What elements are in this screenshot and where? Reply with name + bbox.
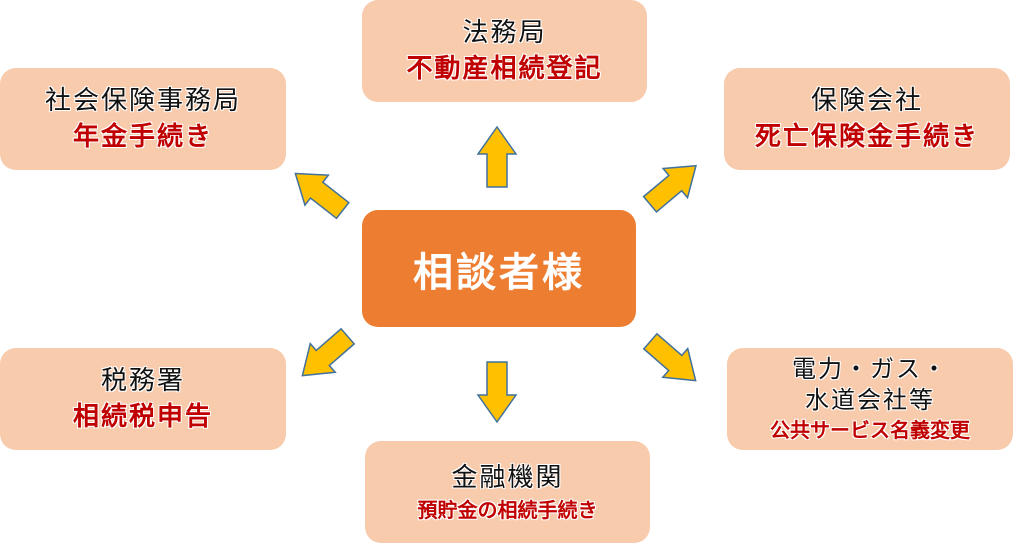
- arrow-down-left: [289, 321, 361, 391]
- node-legal-affairs-bureau: 法務局 不動産相続登記: [362, 0, 647, 102]
- arrow-down: [477, 361, 517, 423]
- node-title: 社会保険事務局: [44, 86, 241, 116]
- center-client: 相談者様: [362, 210, 636, 327]
- arrow-down-right: [637, 326, 709, 396]
- node-social-insurance-office: 社会保険事務局 年金手続き: [0, 68, 286, 170]
- node-title: 金融機関: [451, 463, 564, 493]
- arrow-up-right: [637, 150, 709, 220]
- node-title: 法務局: [462, 18, 547, 48]
- arrow-up-left: [282, 157, 356, 227]
- node-utilities: 電力・ガス・ 水道会社等 公共サービス名義変更: [727, 348, 1013, 450]
- node-tax-office: 税務署 相続税申告: [0, 348, 286, 450]
- node-task: 預貯金の相続手続き: [417, 498, 598, 522]
- node-task: 不動産相続登記: [406, 54, 603, 84]
- arrow-up: [477, 126, 517, 188]
- node-insurance-company: 保険会社 死亡保険金手続き: [724, 68, 1010, 170]
- node-title: 税務署: [100, 366, 185, 396]
- node-task: 相続税申告: [72, 402, 213, 432]
- node-title: 保険会社: [810, 86, 923, 116]
- node-task: 公共サービス名義変更: [770, 418, 970, 442]
- node-financial-institution: 金融機関 預貯金の相続手続き: [365, 441, 650, 543]
- node-task: 年金手続き: [72, 122, 213, 152]
- node-task: 死亡保険金手続き: [754, 122, 979, 152]
- node-title-line1: 電力・ガス・: [792, 355, 948, 383]
- node-title-line2: 水道会社等: [805, 386, 935, 414]
